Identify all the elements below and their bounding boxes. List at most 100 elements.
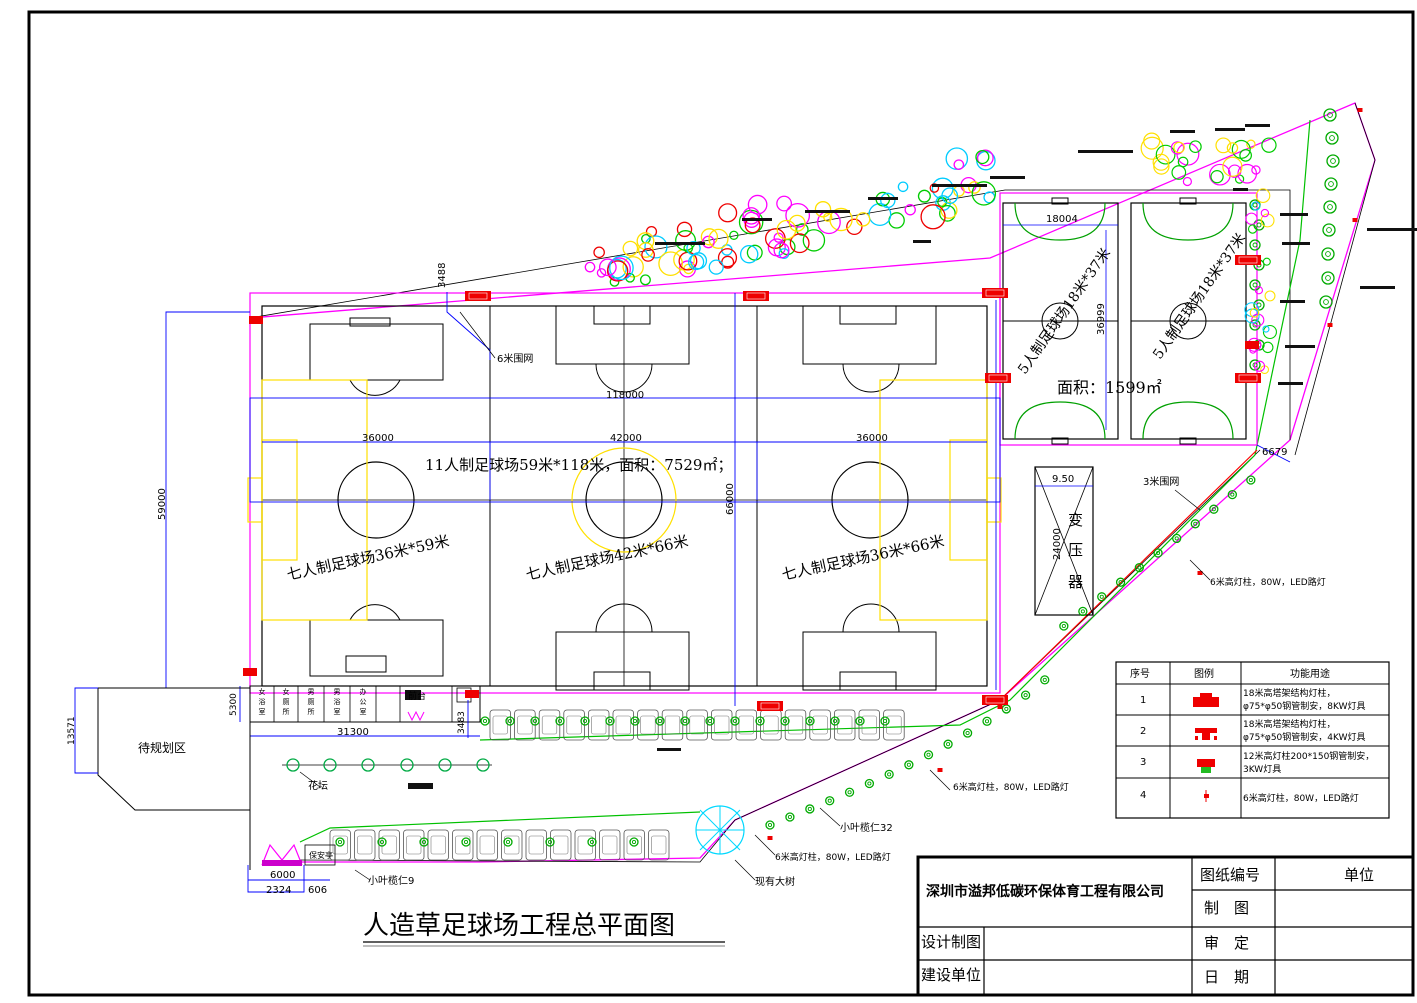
shrub-icon: [1177, 156, 1189, 168]
box-mid-bottom: [555, 631, 690, 691]
tree-icon: [630, 716, 640, 726]
tower-light-icon: [757, 701, 783, 711]
tree-icon: [1325, 131, 1339, 145]
tree-icon: [377, 837, 387, 847]
five-left-goal-bottom: [1051, 437, 1069, 445]
small-light-icon: [1357, 108, 1363, 112]
leader-tree32: [819, 807, 841, 827]
parking-car-roof: [861, 715, 877, 735]
tree-icon: [825, 796, 835, 806]
boundary-corner: [1354, 102, 1376, 161]
tree-icon-core: [965, 730, 970, 736]
tree-icon: [1249, 359, 1261, 371]
legend-row-3-desc-a: 12米高灯柱200*150钢管制安，: [1243, 750, 1374, 762]
tree-icon: [1249, 239, 1261, 251]
transformer-diag-2: [1034, 466, 1094, 616]
pole-light-icon: [249, 316, 263, 324]
tree-icon-core: [482, 718, 488, 724]
legend-table: 序号 图例 功能用途 1 2 3 4 18米高塔架结构灯柱， φ75*φ50钢管…: [1115, 661, 1390, 819]
five-right-goal-top: [1179, 197, 1197, 205]
legend-row-4-desc-a: 6米高灯柱，80W，LED路灯: [1243, 792, 1359, 804]
tree-icon-core: [882, 718, 888, 724]
box-right-top: [802, 305, 937, 365]
parking-car-roof: [357, 835, 373, 855]
parking-car: [550, 829, 572, 861]
reserved-outline: [97, 687, 251, 811]
parking-car: [648, 829, 670, 861]
tower-light-detail: [985, 696, 1005, 704]
tree-icon: [1190, 519, 1200, 529]
shrub-icon: [1261, 137, 1277, 153]
shrub-icon: [1176, 142, 1200, 166]
tree-icon: [1040, 675, 1050, 685]
dim-seven-mid: 42000: [610, 433, 642, 444]
tree-icon: [1323, 200, 1337, 214]
pole-light-icon: [243, 668, 257, 676]
circle-right: [831, 461, 909, 539]
shrub-icon: [941, 187, 959, 205]
tree-icon-core: [757, 718, 763, 724]
tree-icon: [545, 837, 555, 847]
shrub-icon: [953, 159, 965, 170]
tree-icon: [864, 778, 875, 789]
parking-car-roof: [640, 715, 656, 735]
shrub-icon: [1247, 224, 1258, 234]
title-block: 深圳市溢邦低碳环保体育工程有限公司 图纸编号 单位 制 图 设计制图 审 定 建…: [916, 855, 1415, 997]
legend-row-2-desc-a: 18米高塔架结构灯柱，: [1243, 718, 1335, 730]
tree-icon-core: [532, 718, 538, 724]
tower-light-icon: [1235, 373, 1261, 383]
parking-car-roof: [553, 835, 569, 855]
tree-icon-core: [847, 790, 852, 795]
parking-car: [476, 829, 498, 861]
tree-icon: [680, 716, 690, 726]
annotation-bar: [805, 210, 850, 213]
annotation-bar: [913, 240, 931, 243]
five-right-arc-top: [1142, 202, 1234, 241]
shrub-icon: [718, 203, 738, 223]
shrub-icon: [1254, 286, 1264, 295]
shrub-icon: [776, 219, 797, 240]
tree-icon-core: [1326, 227, 1332, 233]
gate-dim-bottom: [247, 865, 305, 893]
label-five-right: 5人制足球场18米*37米: [1150, 231, 1249, 363]
reception-desk: [405, 690, 421, 700]
annotation-bar: [1367, 228, 1417, 231]
tower-light-detail: [988, 374, 1008, 382]
room-label: 女厕所: [283, 687, 290, 716]
pole-light-icon: [465, 690, 479, 698]
small-light-icon: [937, 768, 943, 772]
legend-symbol-tower-8kw-icon: [1193, 693, 1219, 707]
parking-car: [501, 829, 523, 861]
legend-symbol-pole-6m-icon: [1204, 790, 1209, 802]
shrub-icon: [814, 201, 832, 218]
annotation-bar: [1215, 128, 1245, 131]
flowerbed-plant-icon: [286, 758, 300, 772]
big-tree-branches: [696, 806, 744, 854]
tree-icon-core: [1330, 158, 1336, 164]
tree-icon: [1153, 548, 1163, 558]
tree-icon-core: [589, 839, 595, 845]
label-transformer-1: 变: [1068, 511, 1083, 529]
tower-light-detail: [468, 292, 488, 300]
existing-big-tree-icon: [695, 805, 745, 855]
shrub-icon: [1152, 153, 1170, 171]
annotation-bar: [1282, 242, 1310, 245]
tree-icon: [830, 716, 840, 726]
arc-left-top: [349, 379, 401, 396]
room-label: 男厕所: [308, 688, 315, 716]
shrub-icon: [929, 183, 940, 193]
tree-icon-core: [732, 718, 738, 724]
shrub-icon: [940, 201, 958, 219]
south-road-edge: [299, 449, 1261, 863]
dim-corner: 6679: [1262, 447, 1287, 458]
east-boundary: [1294, 159, 1376, 456]
drawing-title: 人造草足球场工程总平面图: [363, 911, 675, 941]
titleblock-date: 日 期: [1204, 968, 1249, 986]
circle-left: [337, 461, 415, 539]
dim-gate-b: 606: [308, 885, 327, 896]
tree-icon: [1323, 108, 1337, 122]
flowerbed-marker: [408, 783, 433, 789]
legend-row-2-desc-b: φ75*φ50钢管制安，4KW灯具: [1243, 731, 1366, 743]
label-transformer-2: 压: [1068, 541, 1083, 559]
